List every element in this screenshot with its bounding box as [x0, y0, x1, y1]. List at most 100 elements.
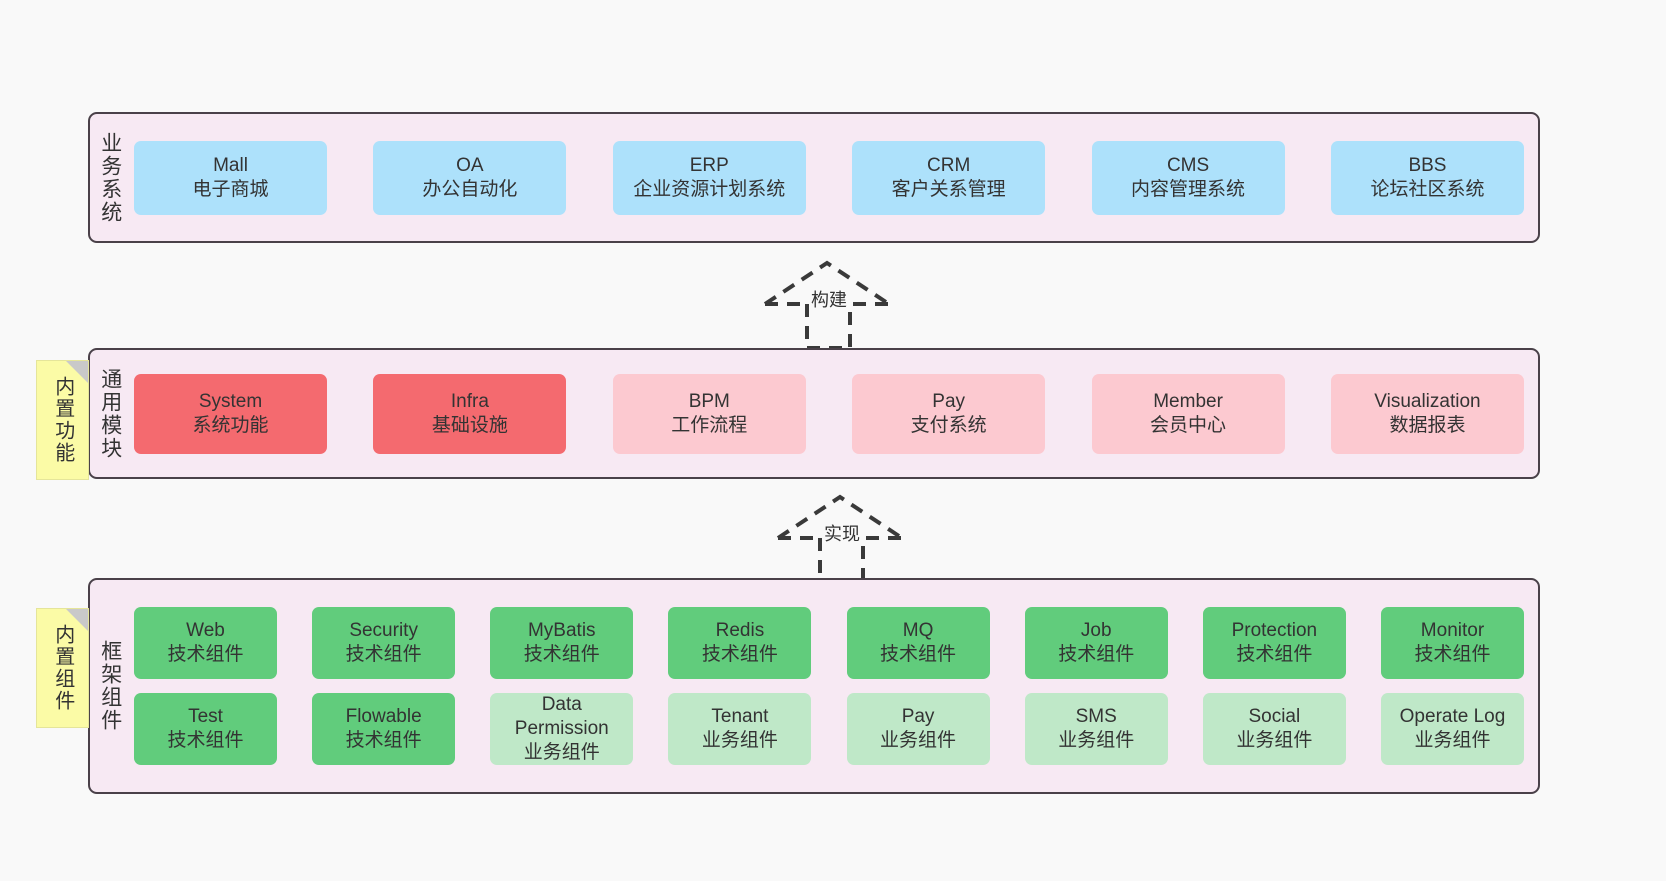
- card-title: Infra: [450, 390, 489, 412]
- card-title: Redis: [715, 620, 765, 642]
- card-title: MyBatis: [527, 620, 596, 642]
- connector-build-label: 构建: [809, 286, 849, 312]
- card-subtitle: 技术组件: [701, 644, 778, 665]
- card-title: Mall: [213, 154, 248, 176]
- card-title: Flowable: [345, 706, 422, 728]
- card-title: CMS: [1166, 154, 1210, 176]
- connector-implement: 实现: [773, 492, 913, 584]
- layer-module-title: 通用模块: [98, 367, 122, 460]
- note-fold-corner: [66, 361, 88, 383]
- card-subtitle: 业务组件: [1414, 730, 1491, 751]
- card-title: ERP: [689, 154, 729, 176]
- card-title: MQ: [902, 620, 934, 642]
- card-title: System: [198, 390, 263, 412]
- card-subtitle: 论坛社区系统: [1370, 178, 1485, 200]
- layer-business-title: 业务系统: [98, 131, 122, 224]
- card-subtitle: 会员中心: [1150, 414, 1227, 436]
- card-title: Data Permission: [514, 694, 609, 740]
- note-builtin-component: 内置组件: [36, 608, 89, 728]
- card-subtitle: 数据报表: [1389, 414, 1466, 436]
- note-builtin-function-label: 内置功能: [51, 376, 74, 464]
- connector-implement-arrow: [776, 494, 904, 584]
- card-title: Pay: [901, 706, 935, 728]
- card-subtitle: 业务组件: [701, 730, 778, 751]
- card-title: SMS: [1075, 706, 1117, 728]
- card-subtitle: 内容管理系统: [1131, 178, 1246, 200]
- card-title: Protection: [1231, 620, 1318, 642]
- connector-implement-label: 实现: [822, 520, 862, 546]
- card-title: BPM: [688, 390, 730, 412]
- note-builtin-function: 内置功能: [36, 360, 89, 480]
- card-subtitle: 业务组件: [523, 741, 600, 763]
- card-title: Member: [1153, 390, 1223, 412]
- card-subtitle: 基础设施: [431, 414, 508, 436]
- card-title: Visualization: [1374, 390, 1481, 412]
- card-subtitle: 技术组件: [167, 730, 244, 751]
- card-title: Tenant: [711, 706, 769, 728]
- card-title: BBS: [1408, 154, 1447, 176]
- card-subtitle: 支付系统: [910, 414, 987, 436]
- card-title: Web: [186, 620, 225, 642]
- card-subtitle: 技术组件: [345, 644, 422, 665]
- connector-build-arrow: [763, 260, 891, 350]
- card-title: OA: [456, 154, 484, 176]
- card-subtitle: 技术组件: [1236, 644, 1313, 665]
- layer-framework-title: 框架组件: [98, 640, 122, 732]
- note-builtin-component-label: 内置组件: [51, 624, 74, 712]
- card-subtitle: 技术组件: [1058, 644, 1135, 665]
- card-subtitle: 技术组件: [1414, 644, 1491, 665]
- card-subtitle: 业务组件: [880, 730, 957, 751]
- card-subtitle: 系统功能: [192, 414, 269, 436]
- card-subtitle: 办公自动化: [422, 178, 518, 200]
- card-title: Job: [1080, 620, 1112, 642]
- card-subtitle: 技术组件: [345, 730, 422, 751]
- card-subtitle: 技术组件: [167, 644, 244, 665]
- card-subtitle: 电子商城: [192, 178, 269, 200]
- card-subtitle: 业务组件: [1236, 730, 1313, 751]
- card-subtitle: 技术组件: [523, 644, 600, 665]
- card-title: Security: [349, 620, 418, 642]
- card-title: Test: [188, 706, 223, 728]
- connector-build: 构建: [760, 258, 900, 350]
- card-title: Monitor: [1420, 620, 1485, 642]
- card-title: Social: [1248, 706, 1301, 728]
- card-subtitle: 工作流程: [671, 414, 748, 436]
